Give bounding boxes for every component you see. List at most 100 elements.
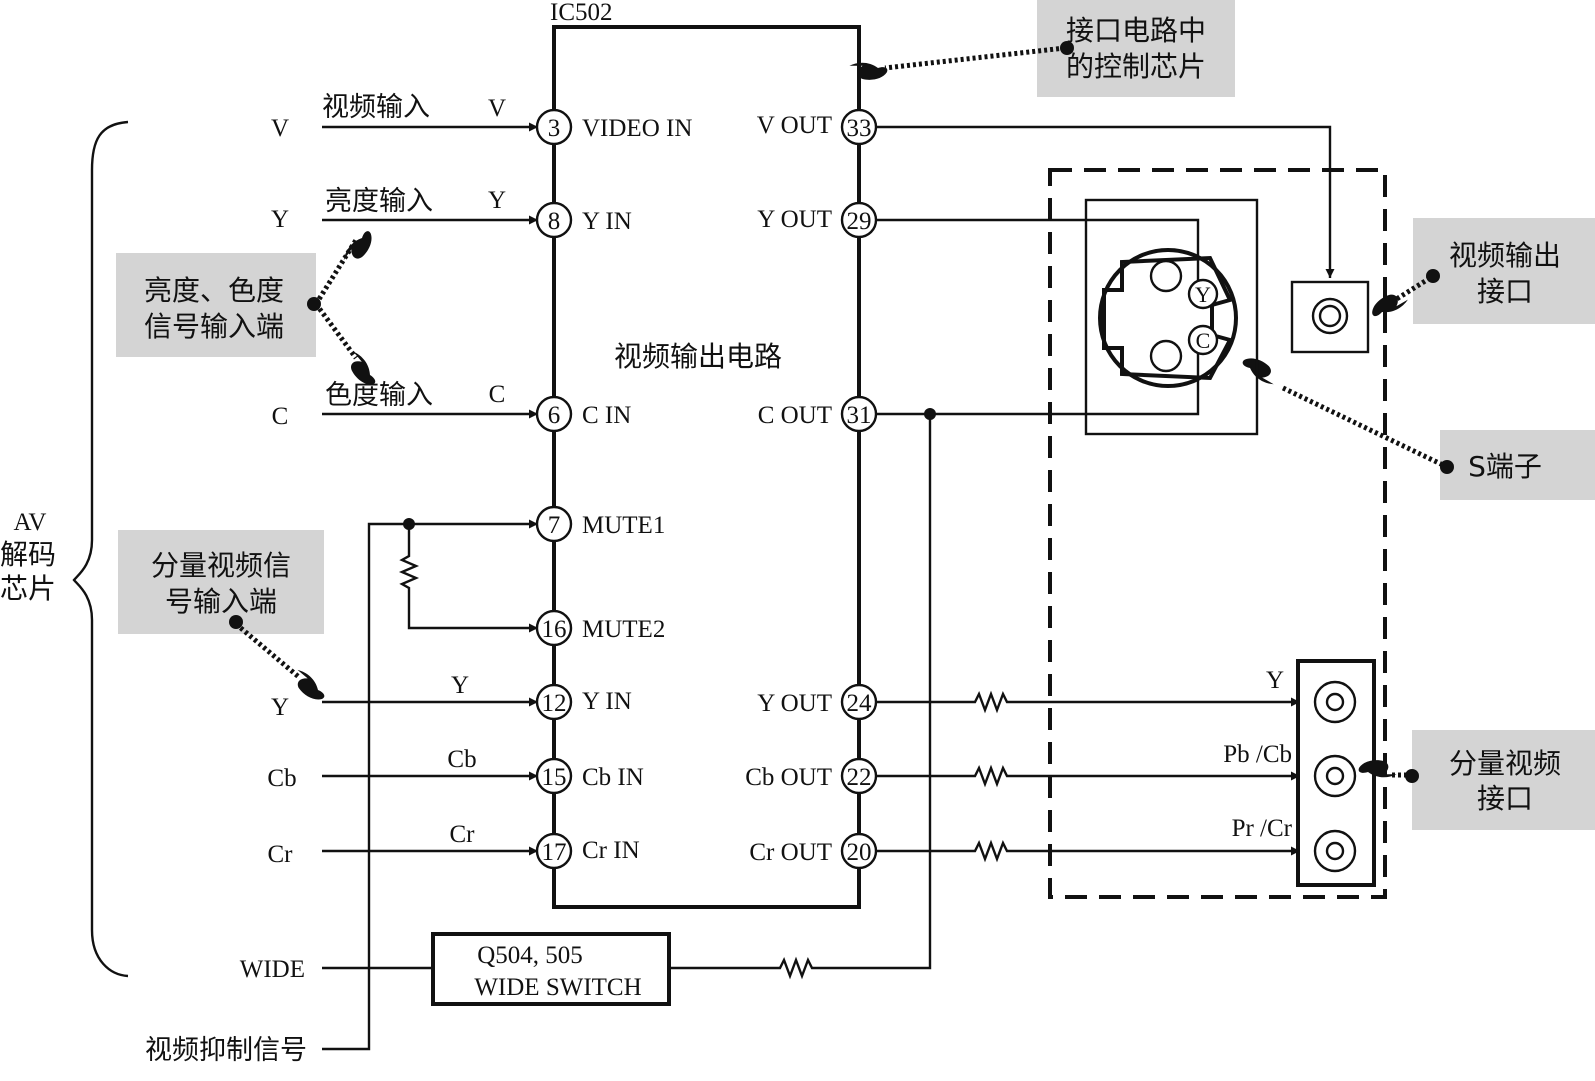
- pin-3: 3 VIDEO IN: [535, 108, 692, 146]
- svg-text:C: C: [1196, 328, 1211, 353]
- pin-33: 33 V OUT: [757, 108, 878, 146]
- svg-text:7: 7: [548, 512, 561, 539]
- pin-31: 31 C OUT: [758, 395, 878, 433]
- pin-12: 12 Y IN: [535, 683, 632, 721]
- svg-text:24: 24: [847, 690, 873, 717]
- pin-24: 24 Y OUT: [757, 683, 878, 721]
- svg-text:视频输出: 视频输出: [1449, 239, 1561, 272]
- output-wires: [876, 125, 1335, 863]
- component-jacks: Y Pb /Cb Pr /Cr: [1223, 659, 1376, 887]
- mute-network: [322, 518, 538, 1051]
- pin-29: 29Y OUT: [757, 201, 878, 239]
- svg-text:解码: 解码: [0, 538, 56, 571]
- svg-text:Y IN: Y IN: [582, 688, 632, 715]
- svg-text:V: V: [271, 115, 289, 142]
- callout-leaders: [229, 41, 1454, 783]
- svg-text:Y IN: Y IN: [582, 208, 632, 235]
- svg-text:视频输入: 视频输入: [322, 92, 430, 123]
- svg-text:分量视频信: 分量视频信: [151, 549, 291, 582]
- svg-text:Cb: Cb: [267, 765, 296, 792]
- svg-text:WIDE SWITCH: WIDE SWITCH: [474, 974, 641, 1001]
- svg-text:MUTE2: MUTE2: [582, 616, 665, 643]
- svg-text:亮度、色度: 亮度、色度: [144, 274, 284, 307]
- svg-text:亮度输入: 亮度输入: [325, 186, 433, 217]
- svg-text:视频抑制信号: 视频抑制信号: [145, 1035, 307, 1066]
- svg-text:15: 15: [542, 764, 567, 791]
- svg-text:IC502: IC502: [550, 0, 613, 26]
- pointer-hand-icon: [288, 667, 329, 706]
- svg-text:Y: Y: [271, 694, 289, 721]
- pointer-hand-icon: [849, 62, 888, 80]
- svg-text:C: C: [489, 381, 506, 408]
- right-pins: 33 V OUT 29Y OUT 31 C OUT 24 Y OUT 22 Cb OUT…: [745, 108, 878, 870]
- input-wires: 视频输入 V 亮度输入 Y 色度输入 C Y Cb Cr: [322, 92, 538, 856]
- connector-panel: [1048, 168, 1387, 899]
- svg-text:信号输入端: 信号输入端: [144, 310, 284, 343]
- svg-text:的控制芯片: 的控制芯片: [1066, 50, 1206, 83]
- callout-video-out-jack: 视频输出 接口: [1413, 218, 1595, 324]
- pin-6: 6 C IN: [535, 395, 631, 433]
- pointer-hand-icon: [1239, 353, 1281, 387]
- svg-text:6: 6: [548, 402, 561, 429]
- pin-8: 8 Y IN: [535, 201, 632, 239]
- video-out-jack: [1290, 280, 1370, 354]
- svg-text:Y: Y: [488, 187, 506, 214]
- ic502-chip: IC502 视频输出电路: [550, 0, 861, 909]
- s-video-connector: Y C: [1084, 198, 1259, 436]
- svg-text:33: 33: [847, 115, 872, 142]
- pointer-hand-icon: [1358, 760, 1397, 778]
- svg-text:C OUT: C OUT: [758, 402, 832, 429]
- svg-text:Cr: Cr: [450, 821, 476, 848]
- svg-text:Y: Y: [271, 206, 289, 233]
- svg-text:Cr IN: Cr IN: [582, 837, 640, 864]
- svg-text:接口: 接口: [1477, 275, 1533, 308]
- svg-text:31: 31: [847, 402, 872, 429]
- svg-text:AV: AV: [14, 509, 47, 536]
- svg-text:Cb OUT: Cb OUT: [745, 764, 832, 791]
- svg-text:MUTE1: MUTE1: [582, 512, 665, 539]
- svg-text:Q504, 505: Q504, 505: [477, 942, 583, 969]
- svg-text:Pb /Cb: Pb /Cb: [1223, 741, 1292, 768]
- svg-text:8: 8: [548, 208, 561, 235]
- svg-text:C: C: [272, 403, 289, 430]
- svg-text:WIDE: WIDE: [240, 956, 305, 983]
- callout-s-terminal: S端子: [1440, 430, 1595, 500]
- source-labels: V Y C Y Cb Cr WIDE 视频抑制信号: [145, 115, 307, 1066]
- svg-text:色度输入: 色度输入: [325, 380, 433, 411]
- callout-component-input: 分量视频信 号输入端: [118, 530, 324, 634]
- svg-text:接口: 接口: [1477, 782, 1533, 815]
- pin-17: 17 Cr IN: [535, 832, 640, 870]
- svg-text:29: 29: [847, 208, 872, 235]
- svg-text:20: 20: [847, 839, 872, 866]
- svg-text:Y: Y: [1195, 282, 1211, 307]
- svg-text:Pr /Cr: Pr /Cr: [1232, 815, 1293, 842]
- pin-15: 15 Cb IN: [535, 757, 644, 795]
- svg-text:S端子: S端子: [1468, 450, 1542, 483]
- svg-text:V: V: [488, 95, 506, 122]
- svg-text:芯片: 芯片: [0, 572, 56, 605]
- pin-7: 7 MUTE1: [535, 505, 665, 543]
- svg-text:分量视频: 分量视频: [1449, 747, 1561, 780]
- svg-text:17: 17: [542, 839, 567, 866]
- svg-text:号输入端: 号输入端: [165, 585, 277, 618]
- svg-text:接口电路中: 接口电路中: [1066, 14, 1206, 47]
- svg-text:Cr OUT: Cr OUT: [749, 839, 832, 866]
- callout-component-jack: 分量视频 接口: [1412, 730, 1595, 830]
- pin-22: 22 Cb OUT: [745, 757, 878, 795]
- svg-text:22: 22: [847, 764, 872, 791]
- svg-text:VIDEO IN: VIDEO IN: [582, 115, 692, 142]
- pointer-hand-icon: [341, 227, 378, 269]
- svg-text:Cb IN: Cb IN: [582, 764, 644, 791]
- pin-20: 20 Cr OUT: [749, 832, 878, 870]
- svg-text:Cr: Cr: [268, 841, 294, 868]
- svg-text:V OUT: V OUT: [757, 112, 832, 139]
- svg-text:12: 12: [542, 690, 567, 717]
- svg-text:Y: Y: [1266, 667, 1284, 694]
- svg-text:Y: Y: [451, 672, 469, 699]
- svg-text:3: 3: [548, 115, 561, 142]
- svg-text:C IN: C IN: [582, 402, 631, 429]
- svg-text:Y OUT: Y OUT: [757, 690, 832, 717]
